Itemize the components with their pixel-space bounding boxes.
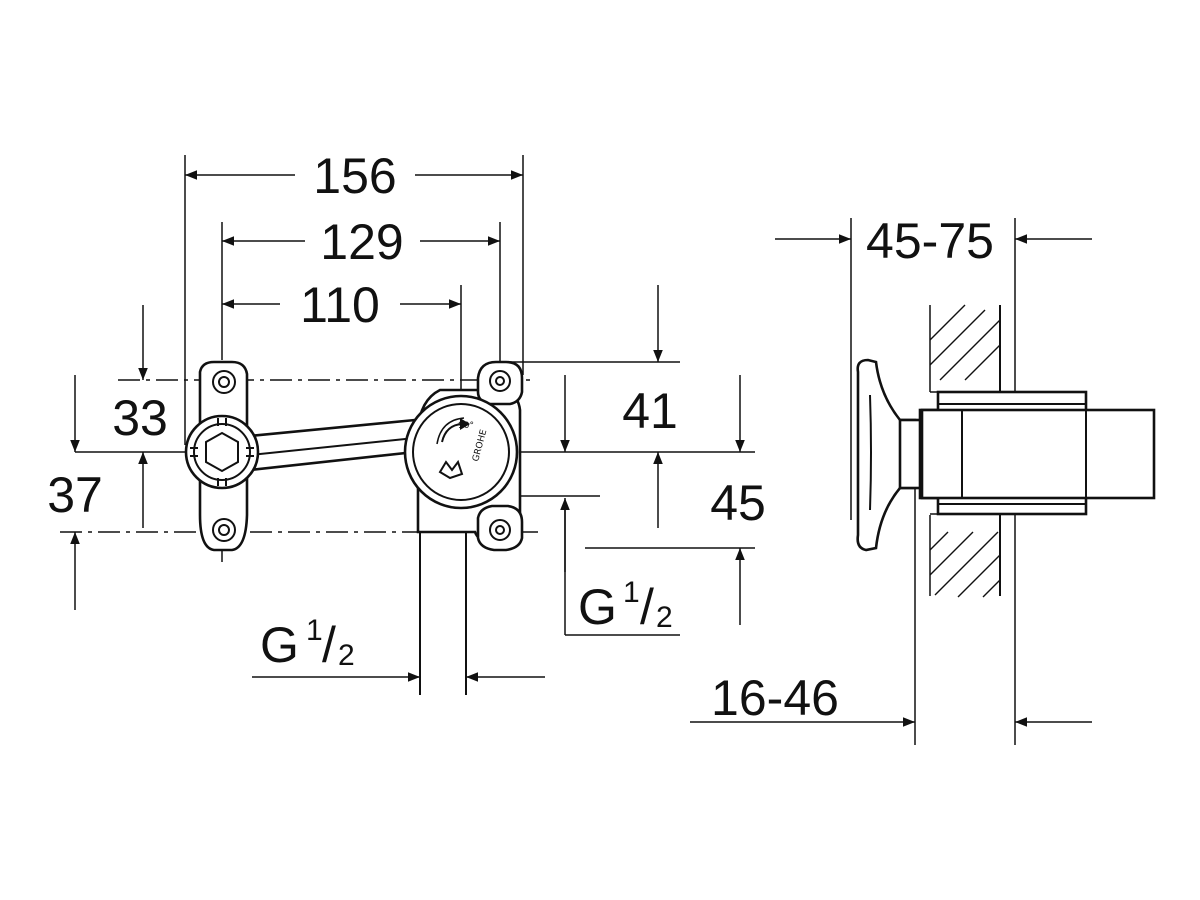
svg-text:/: /: [322, 617, 336, 673]
dim-45-75: 45-75: [866, 213, 994, 269]
wall-hatching: [929, 304, 1001, 598]
svg-text:2: 2: [656, 601, 673, 634]
svg-text:1: 1: [623, 576, 640, 609]
dim-110: 110: [300, 277, 380, 333]
dim-129: 129: [320, 214, 403, 270]
svg-text:G: G: [260, 617, 299, 673]
thread-label-lower: G 1 / 2: [260, 614, 355, 673]
front-view: 90° GROHE 156 129 110 33 37 41: [47, 148, 766, 695]
dim-37: 37: [47, 467, 103, 523]
dim-41: 41: [622, 383, 678, 439]
dim-156: 156: [313, 148, 396, 204]
angle-mark: 90°: [458, 421, 474, 431]
svg-text:G: G: [578, 579, 617, 635]
thread-label-right: G 1 / 2: [578, 576, 673, 635]
side-view: 45-75 16-46: [690, 213, 1156, 745]
svg-text:/: /: [640, 579, 654, 635]
svg-text:2: 2: [338, 639, 355, 672]
svg-text:1: 1: [306, 614, 323, 647]
dim-16-46: 16-46: [711, 670, 839, 726]
dim-33: 33: [112, 390, 168, 446]
dim-45: 45: [710, 475, 766, 531]
